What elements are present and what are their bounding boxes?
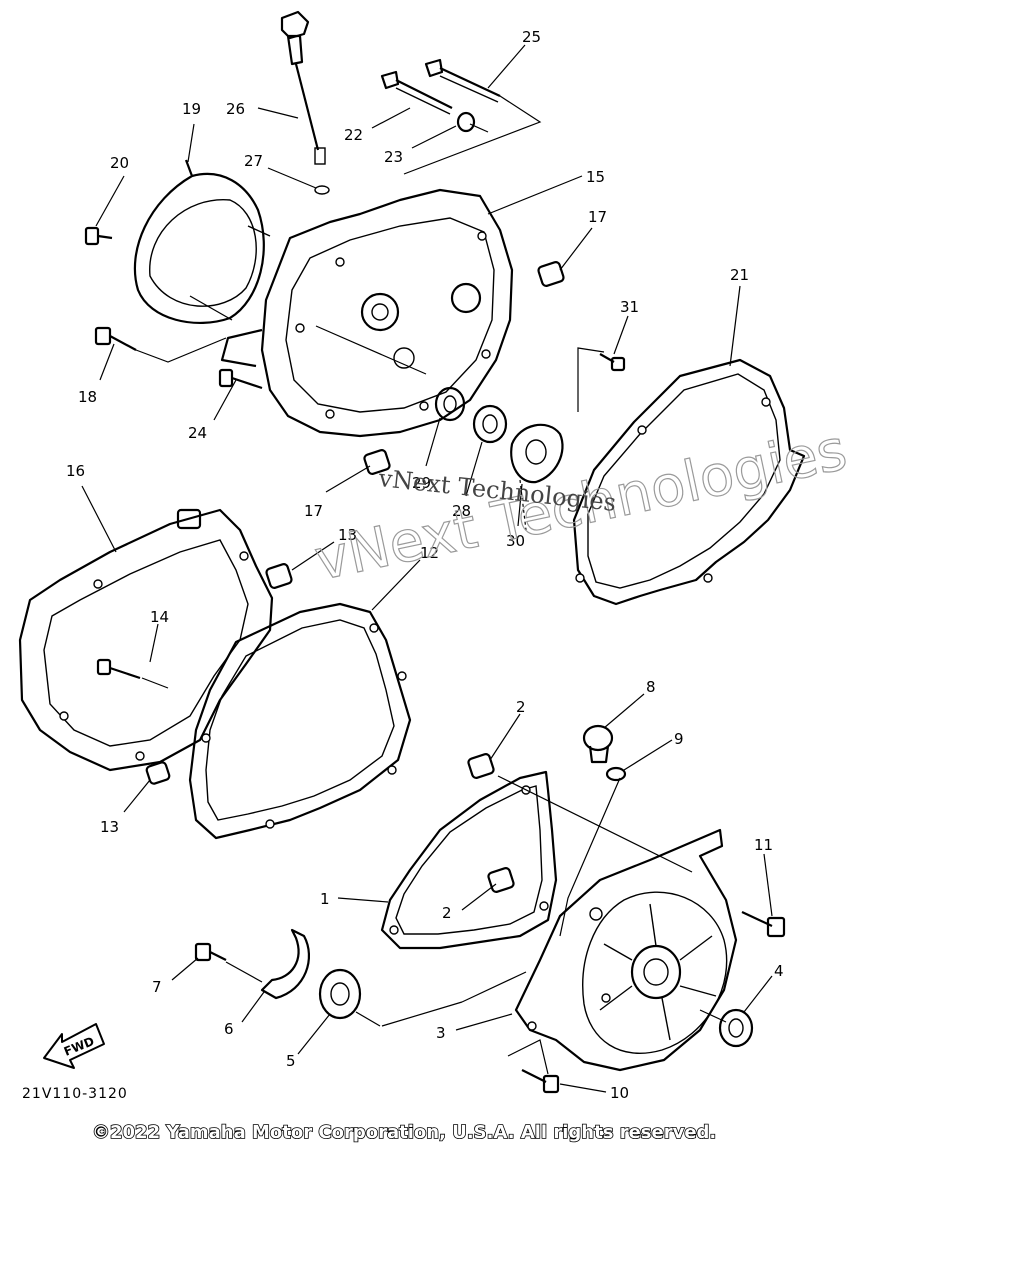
leader-lines — [81, 44, 773, 1093]
callout-7: 7 — [152, 978, 162, 996]
callout-10: 10 — [610, 1084, 629, 1102]
part-2-dowel-top — [467, 753, 495, 779]
callout-6: 6 — [224, 1020, 234, 1038]
part-24-bolt — [218, 368, 263, 390]
part-19-cover-plate — [133, 159, 265, 325]
callout-25: 25 — [522, 28, 541, 46]
callout-3: 3 — [436, 1024, 446, 1042]
part-1-gasket — [380, 770, 558, 950]
callout-16: 16 — [66, 462, 85, 480]
callout-24: 24 — [188, 424, 207, 442]
part-27-o-ring — [314, 185, 330, 195]
part-13-dowel-bottom — [145, 761, 171, 785]
part-9-o-ring — [605, 766, 627, 782]
callout-4: 4 — [774, 962, 784, 980]
callout-21: 21 — [730, 266, 749, 284]
part-10-bolt — [521, 1069, 560, 1094]
callout-12: 12 — [420, 544, 439, 562]
part-12-gasket — [188, 602, 412, 840]
callout-26: 26 — [226, 100, 245, 118]
part-15-crankcase-cover — [220, 188, 514, 438]
callout-23: 23 — [384, 148, 403, 166]
part-23-nut — [456, 111, 476, 133]
callout-11: 11 — [754, 836, 773, 854]
callout-13-top: 13 — [338, 526, 357, 544]
part-30-plate — [510, 423, 564, 484]
callout-13-bottom: 13 — [100, 818, 119, 836]
part-6-retainer — [260, 928, 311, 1000]
part-22-bolt — [380, 70, 453, 115]
part-13-dowel-top — [265, 563, 293, 589]
callout-28: 28 — [452, 502, 471, 520]
diagram-code: 21V110-3120 — [22, 1086, 128, 1102]
part-28-bearing — [472, 404, 508, 444]
part-5-bearing — [318, 968, 362, 1020]
part-14-bolt — [96, 658, 141, 680]
callout-20: 20 — [110, 154, 129, 172]
callout-9: 9 — [674, 730, 684, 748]
callout-numbers: 25 26 19 22 23 20 27 15 17 21 31 18 24 1… — [66, 28, 784, 1102]
callout-15: 15 — [586, 168, 605, 186]
callout-29: 29 — [412, 474, 431, 492]
part-18-bolt — [94, 326, 137, 351]
part-20-screw — [84, 226, 113, 246]
fwd-arrow-icon: FWD — [43, 1023, 105, 1069]
part-31-screw — [599, 353, 626, 372]
callout-1: 1 — [320, 890, 330, 908]
watermark: vNext Technologies vNext Technologies — [309, 417, 853, 594]
callout-27: 27 — [244, 152, 263, 170]
callout-18: 18 — [78, 388, 97, 406]
callout-2-bottom: 2 — [442, 904, 452, 922]
part-2-dowel-bottom — [487, 867, 515, 893]
callout-22: 22 — [344, 126, 363, 144]
part-17-dowel-top — [537, 261, 565, 287]
callout-8: 8 — [646, 678, 656, 696]
part-4-oil-seal — [718, 1008, 754, 1048]
part-26-dipstick — [280, 10, 326, 165]
callout-31: 31 — [620, 298, 639, 316]
part-8-plug — [582, 724, 614, 764]
assembly-lines — [135, 95, 727, 1075]
callout-17-top: 17 — [588, 208, 607, 226]
callout-30: 30 — [506, 532, 525, 550]
part-7-screw — [194, 942, 227, 962]
callout-19: 19 — [182, 100, 201, 118]
part-29-oil-seal — [434, 386, 466, 422]
copyright-notice: ©2022 Yamaha Motor Corporation, U.S.A. A… — [92, 1122, 716, 1143]
part-21-gasket — [572, 358, 806, 606]
callout-5: 5 — [286, 1052, 296, 1070]
part-11-bolt — [741, 911, 786, 938]
callout-17-bottom: 17 — [304, 502, 323, 520]
callout-14: 14 — [150, 608, 169, 626]
part-17-dowel-bottom — [363, 449, 391, 475]
part-16-crankcase — [18, 508, 274, 772]
part-3-clutch-cover — [514, 828, 738, 1072]
callout-2-top: 2 — [516, 698, 526, 716]
part-25-bolt — [424, 58, 501, 103]
